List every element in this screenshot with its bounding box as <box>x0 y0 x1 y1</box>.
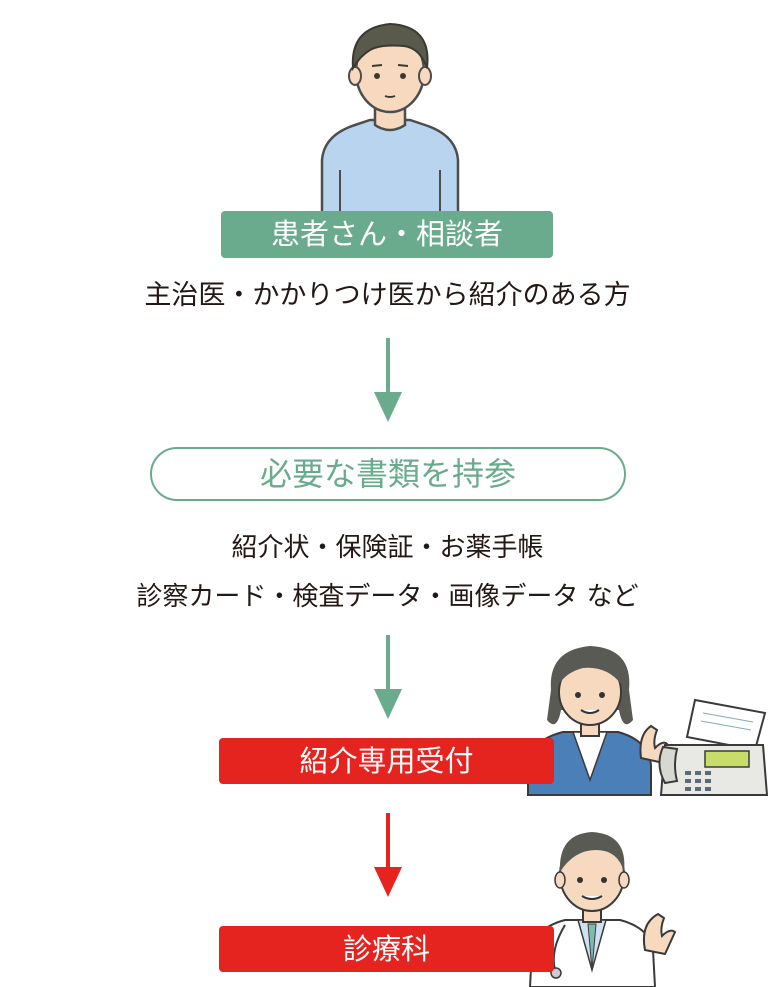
patient-label: 患者さん・相談者 <box>221 211 553 258</box>
receptionist-illustration <box>527 646 669 796</box>
arrow-down-icon <box>374 338 402 422</box>
referral-reception-label: 紹介専用受付 <box>219 738 554 784</box>
patient-illustration <box>320 22 460 217</box>
bring-documents-label: 必要な書類を持参 <box>150 447 626 501</box>
documents-line-2: 診察カード・検査データ・画像データ など <box>136 582 639 612</box>
patient-description: 主治医・かかりつけ医から紹介のある方 <box>144 280 631 311</box>
department-label: 診療科 <box>219 926 554 972</box>
fax-machine-illustration <box>658 698 769 796</box>
arrow-down-icon <box>374 635 402 719</box>
doctor-illustration <box>528 832 677 987</box>
documents-line-1: 紹介状・保険証・お薬手帳 <box>231 533 544 563</box>
arrow-down-icon <box>374 813 402 897</box>
